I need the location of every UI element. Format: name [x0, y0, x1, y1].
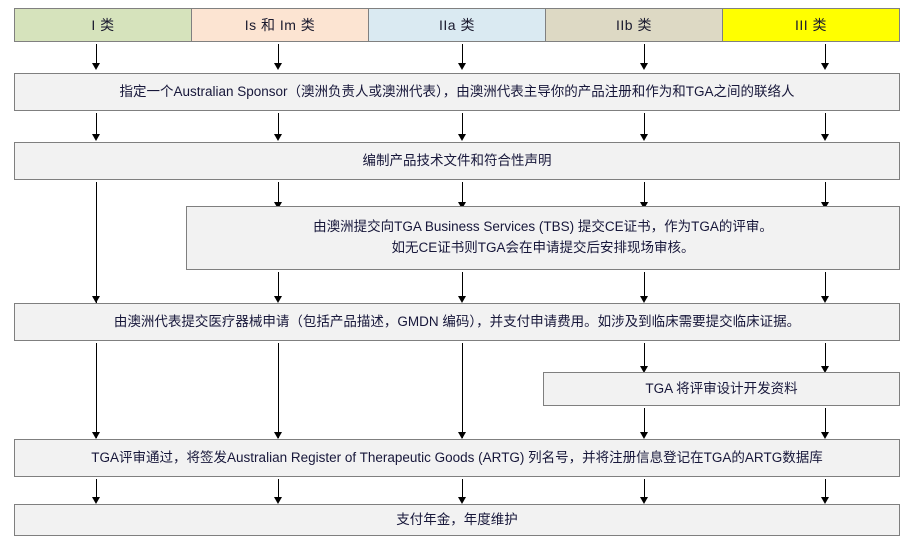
class-header-cell-5: III 类 [722, 8, 900, 42]
class-header-label-2: Is 和 Im 类 [244, 17, 316, 33]
step-design-review-line-1: TGA 将评审设计开发资料 [645, 380, 798, 396]
connector-arrow-artg-to-annual-fee-c5 [821, 479, 830, 504]
connector-arrow-design-review-to-artg-c4 [640, 408, 649, 439]
class-header-label-4: IIb 类 [616, 17, 652, 33]
connector-arrow-header-to-sponsor-c3 [458, 44, 467, 70]
step-device-application-line-1: 由澳洲代表提交医疗器械申请（包括产品描述，GMDN 编码），并支付申请费用。如涉… [113, 313, 801, 329]
step-artg-listing-line-1: TGA评审通过，将签发Australian Register of Therap… [91, 449, 823, 465]
connector-arrow-header-to-sponsor-c4 [640, 44, 649, 70]
class-header-cell-2: Is 和 Im 类 [191, 8, 369, 42]
step-box-ce-certificate: 由澳洲提交向TGA Business Services (TBS) 提交CE证书… [186, 206, 900, 270]
connector-arrow-sponsor-to-techfile-c4 [640, 113, 649, 141]
connector-arrow-header-to-sponsor-c5 [821, 44, 830, 70]
connector-arrow-artg-to-annual-fee-c4 [640, 479, 649, 504]
class-header-label-5: III 类 [794, 17, 828, 33]
step-annual-fee-line-1: 支付年金，年度维护 [396, 511, 518, 527]
connector-arrow-header-to-sponsor-c2 [274, 44, 283, 70]
connector-arrow-artg-to-annual-fee-c2 [274, 479, 283, 504]
connector-arrow-techfile-to-ce-c5 [821, 182, 830, 209]
connector-arrow-ce-to-application-c2 [274, 272, 283, 303]
step-box-design-review: TGA 将评审设计开发资料 [543, 372, 900, 406]
step-box-artg-listing: TGA评审通过，将签发Australian Register of Therap… [14, 439, 900, 477]
step-box-annual-fee: 支付年金，年度维护 [14, 504, 900, 536]
connector-line-application-class3-passthrough [458, 343, 467, 438]
connector-arrowhead-class1-to-artg [92, 425, 101, 439]
connector-arrow-artg-to-annual-fee-c3 [458, 479, 467, 504]
class-header-cell-4: IIb 类 [545, 8, 723, 42]
connector-arrowhead-class3-to-artg [458, 425, 467, 439]
device-class-header-row: I 类 Is 和 Im 类 IIa 类 IIb 类 III 类 [14, 8, 900, 42]
connector-arrow-techfile-to-ce-c4 [640, 182, 649, 209]
step-box-sponsor: 指定一个Australian Sponsor（澳洲负责人或澳洲代表），由澳洲代表… [14, 73, 900, 111]
connector-line-application-class2-passthrough [274, 343, 283, 438]
connector-arrow-sponsor-to-techfile-c2 [274, 113, 283, 141]
step-technical-file-line-1: 编制产品技术文件和符合性声明 [362, 152, 552, 168]
connector-arrow-ce-to-application-c3 [458, 272, 467, 303]
connector-arrow-techfile-to-ce-c2 [274, 182, 283, 209]
connector-arrow-ce-to-application-c5 [821, 272, 830, 303]
step-ce-certificate-line-1: 由澳洲提交向TGA Business Services (TBS) 提交CE证书… [313, 219, 773, 235]
step-box-device-application: 由澳洲代表提交医疗器械申请（包括产品描述，GMDN 编码），并支付申请费用。如涉… [14, 303, 900, 341]
connector-arrow-sponsor-to-techfile-c5 [821, 113, 830, 141]
class-header-cell-1: I 类 [14, 8, 192, 42]
class-header-label-3: IIa 类 [439, 17, 475, 33]
step-ce-certificate-line-2: 如无CE证书则TGA会在申请提交后安排现场审核。 [391, 240, 695, 255]
connector-arrow-ce-to-application-c4 [640, 272, 649, 303]
connector-arrow-header-to-sponsor-c1 [92, 44, 101, 70]
class-header-cell-3: IIa 类 [368, 8, 546, 42]
class-header-label-1: I 类 [91, 17, 115, 33]
connector-line-techfile-class1-passthrough [92, 182, 101, 305]
connector-arrow-application-to-design-review-c4 [640, 343, 649, 373]
connector-arrow-application-to-design-review-c5 [821, 343, 830, 373]
connector-arrow-design-review-to-artg-c5 [821, 408, 830, 439]
connector-arrow-sponsor-to-techfile-c3 [458, 113, 467, 141]
connector-arrow-artg-to-annual-fee-c1 [92, 479, 101, 504]
step-sponsor-line-1: 指定一个Australian Sponsor（澳洲负责人或澳洲代表），由澳洲代表… [119, 83, 795, 99]
connector-arrow-techfile-to-ce-c3 [458, 182, 467, 209]
connector-line-application-class1-passthrough [92, 343, 101, 438]
step-box-technical-file: 编制产品技术文件和符合性声明 [14, 142, 900, 180]
connector-arrow-sponsor-to-techfile-c1 [92, 113, 101, 141]
connector-arrowhead-class2-to-artg [274, 425, 283, 439]
connector-arrowhead-class1-to-application [92, 289, 101, 303]
